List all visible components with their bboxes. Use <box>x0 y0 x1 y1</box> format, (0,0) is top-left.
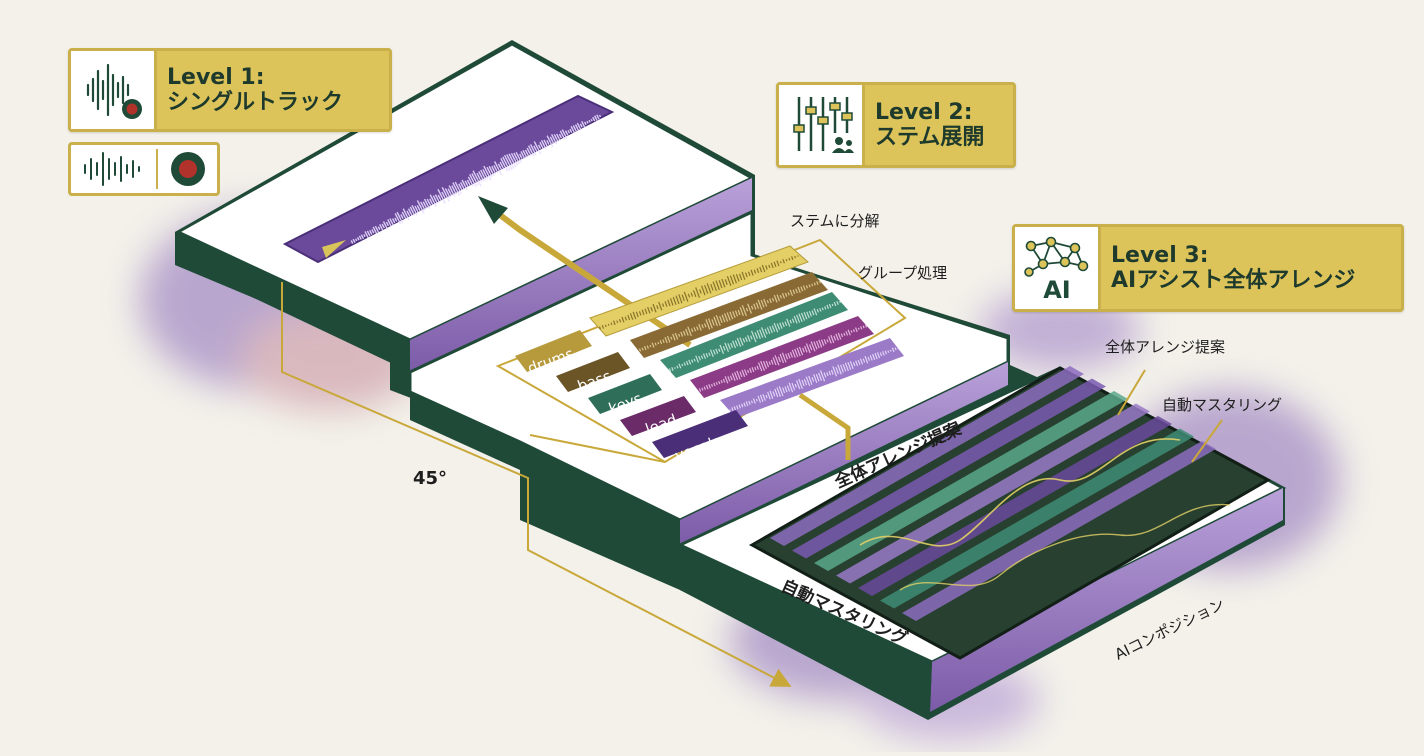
mini-waveform-icon <box>85 153 139 185</box>
level-2-card: Level 2: ステム展開 <box>776 82 1016 168</box>
level-1-card: Level 1: シングルトラック <box>68 48 392 132</box>
level-2-subtitle: ステム展開 <box>875 125 984 150</box>
level-1-subtitle: シングルトラック <box>167 90 343 115</box>
mixer-faders-icon <box>779 85 865 165</box>
level-3-title: Level 3: <box>1111 243 1355 268</box>
stem-split-note: ステムに分解 <box>790 212 880 230</box>
auto-mastering-note: 自動マスタリング <box>1162 396 1282 414</box>
record-mini-card <box>68 142 220 196</box>
group-process-note: グループ処理 <box>858 264 947 282</box>
level-3-subtitle: AIアシスト全体アレンジ <box>1111 268 1355 293</box>
record-button-icon[interactable] <box>171 152 205 186</box>
level-1-title: Level 1: <box>167 65 343 90</box>
angle-label: 45° <box>413 468 447 489</box>
level-3-card: AI Level 3: AIアシスト全体アレンジ <box>1012 224 1404 312</box>
ai-network-icon: AI <box>1015 227 1101 309</box>
waveform-record-icon <box>71 51 157 129</box>
svg-text:AI: AI <box>1043 276 1071 304</box>
level-2-title: Level 2: <box>875 100 984 125</box>
arrange-suggest-note: 全体アレンジ提案 <box>1105 338 1225 356</box>
